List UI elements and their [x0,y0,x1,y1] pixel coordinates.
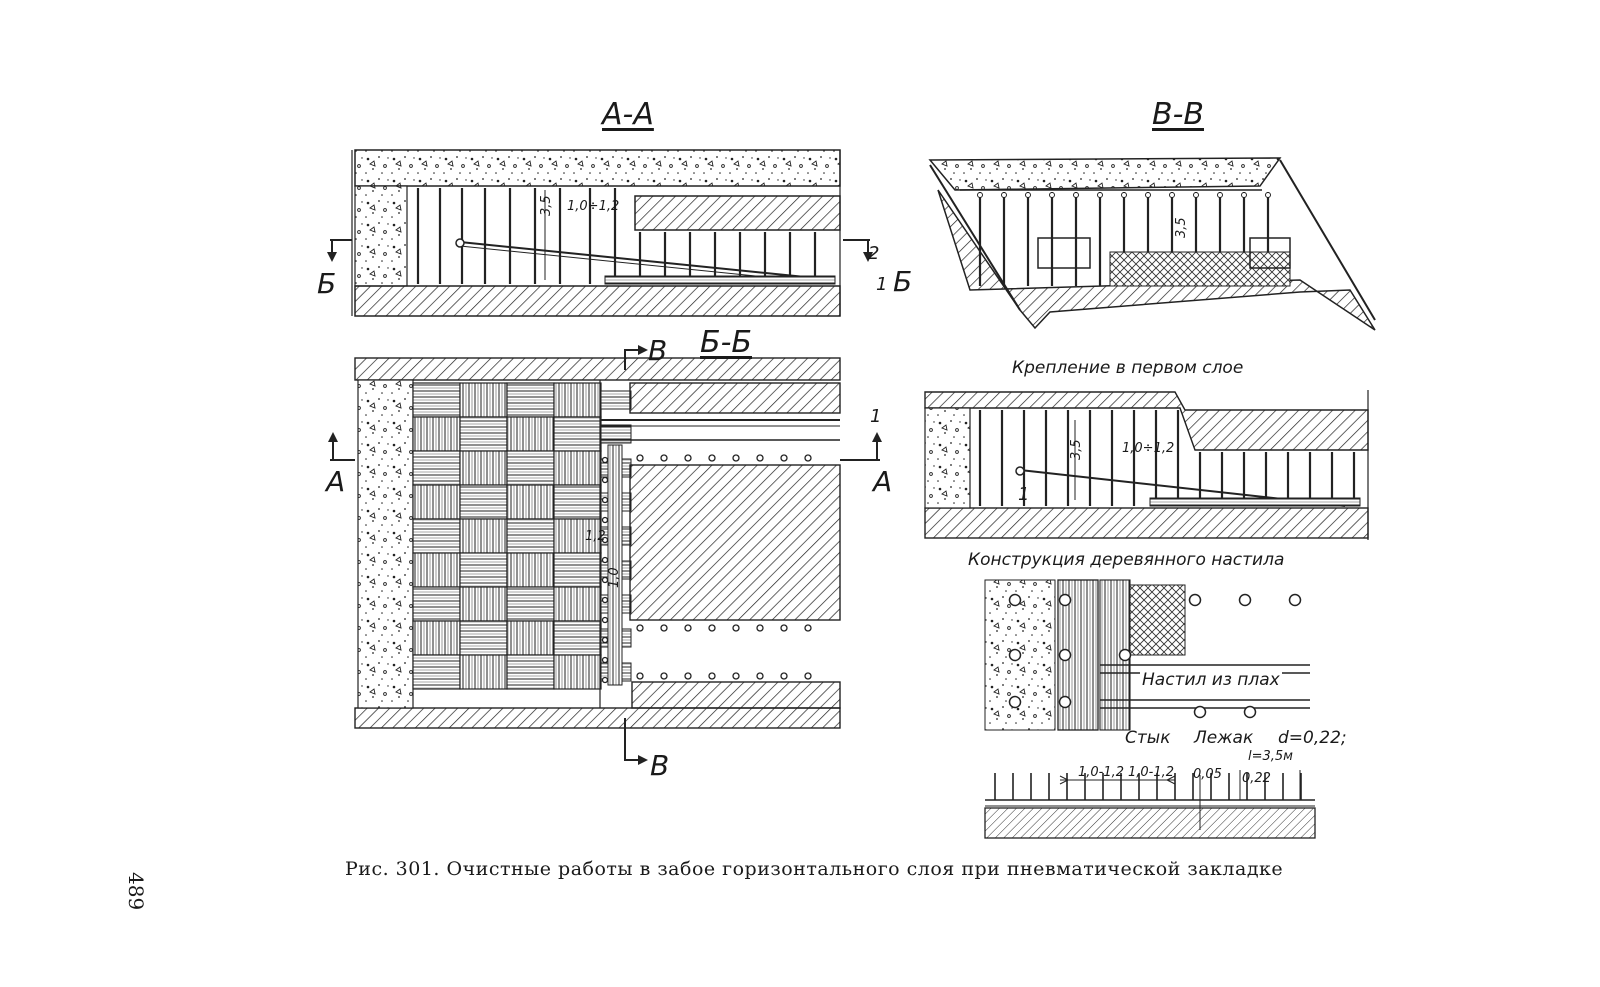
view-plank-detail [984,579,1316,839]
view-deck-drawing [924,390,1369,540]
dim-height-vv: 3,5 [1174,217,1189,238]
dim-spacing-a: 1,0-1,2 [1078,765,1125,780]
label-deck-construction: Конструкция деревянного настила [968,550,1285,570]
dim-length: l=3,5м [1248,749,1293,764]
label-joint: Стык [1125,728,1171,748]
label-plank: Настил из плах [1140,670,1282,690]
section-marker-b-right: Б [893,265,913,298]
callout-1-deck: 1 [1018,484,1030,505]
label-first-layer: Крепление в первом слое [1012,358,1244,378]
section-marker-b-left: Б [317,267,337,300]
dim-gap-aa: 1,0÷1,2 [567,199,620,214]
view-bb-drawing [328,345,882,765]
figure-caption: Рис. 301. Очистные работы в забое горизо… [345,858,1284,880]
section-marker-a-right: А [873,465,893,498]
dim-gap-deck: 1,0÷1,2 [1122,441,1175,456]
dim-gap-bb: 1,2 [585,529,606,544]
view-bb-title: Б-Б [700,325,752,360]
dim-gap-vertical-bb: 1,0 [607,567,622,588]
dim-height-aa: 3,5 [539,195,554,216]
dim-spacing-b: 1,0-1,2 [1128,765,1175,780]
dim-height-deck: 3,5 [1069,439,1084,460]
section-marker-v-top: В [648,334,668,367]
callout-2-aa: 2 [868,243,880,264]
dim-spacing-c: 0,05 [1193,767,1222,782]
dim-spacing-d: 0,22 [1242,771,1271,786]
view-vv-title: В-В [1152,97,1204,132]
view-aa-drawing [327,149,873,317]
view-aa-title: А-А [602,97,654,132]
section-marker-a-left: А [326,465,346,498]
section-marker-v-bottom: В [650,749,670,782]
view-vv-drawing [928,157,1376,331]
callout-1-aa: 1 [876,274,888,295]
dim-diameter: d=0,22; [1278,728,1347,748]
page-number: 489 [124,872,148,911]
label-sleeper: Лежак [1194,728,1254,748]
callout-1-bb: 1 [870,406,882,427]
